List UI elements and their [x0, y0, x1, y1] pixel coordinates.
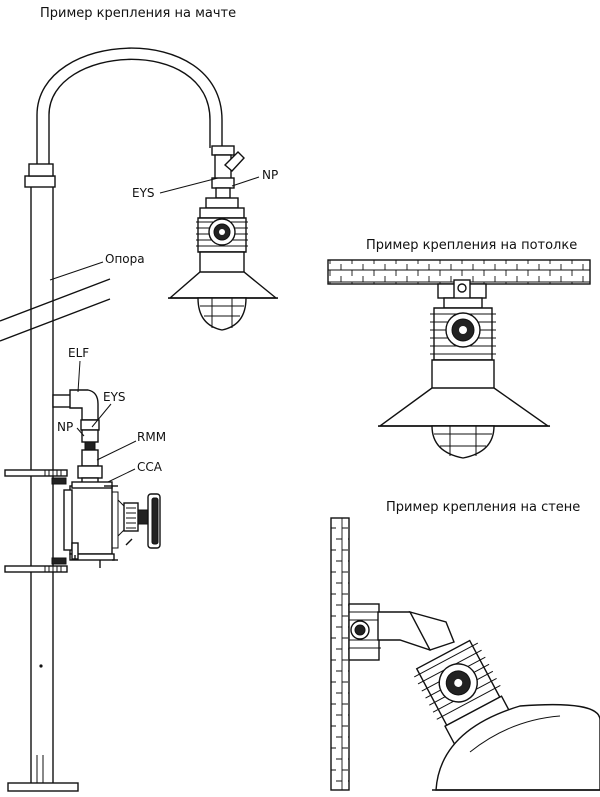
crossing-beam: [0, 278, 111, 342]
label-np-top: NP: [262, 168, 278, 182]
support-pole: [30, 185, 54, 786]
label-eys-side: EYS: [103, 390, 126, 404]
side-conduit: [52, 389, 103, 487]
ceiling-globe: [431, 425, 495, 459]
title-mast: Пример крепления на мачте: [40, 6, 236, 21]
mast-luminaire: [168, 197, 278, 331]
title-ceiling: Пример крепления на потолке: [366, 238, 577, 253]
wall-assembly: [330, 517, 600, 791]
ceiling-reflector: [377, 387, 551, 427]
mast-globe: [197, 297, 247, 331]
label-cca: CCA: [137, 460, 163, 474]
mast-arm: [36, 47, 223, 164]
pole-clamps: [4, 469, 79, 573]
ceiling-assembly: [327, 259, 591, 459]
label-np-side: NP: [57, 420, 73, 434]
label-support: Опора: [105, 252, 145, 266]
exploded-cover: [117, 493, 161, 549]
label-elf: ELF: [68, 346, 89, 360]
wall-bricks: [330, 517, 350, 791]
wall-reflector: [435, 703, 600, 791]
label-rmm: RMM: [137, 430, 166, 444]
mast-assembly: [0, 47, 278, 792]
label-eys-top: EYS: [132, 186, 155, 200]
title-wall: Пример крепления на стене: [386, 500, 580, 515]
pole-base: [7, 782, 79, 792]
mast-reflector: [168, 271, 278, 299]
pole-collar: [24, 175, 56, 188]
